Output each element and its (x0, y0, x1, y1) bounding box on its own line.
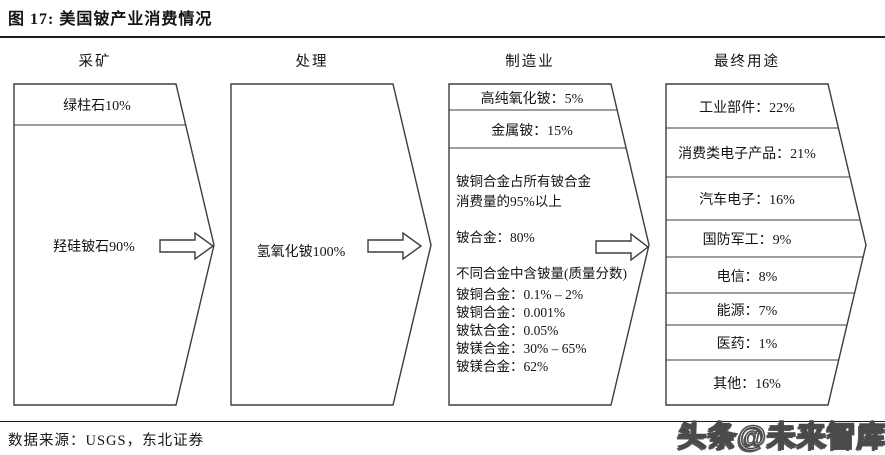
title-divider (0, 36, 885, 38)
stage-header-mining: 采矿 (78, 54, 112, 70)
mfg-note-block: 铍铜合金占所有铍合金 消费量的95%以上 铍合金：80% 不同合金中含铍量(质量… (456, 172, 656, 376)
mfg-note-line1: 铍铜合金占所有铍合金 (456, 174, 591, 189)
enduse-item-energy: 能源：7% (716, 304, 778, 319)
footer-divider (0, 421, 885, 422)
watermark: 头条@未来智库 (677, 420, 885, 454)
processing-item-hydroxide: 氢氧化铍100% (256, 245, 346, 260)
flow-arrow-1 (159, 231, 215, 261)
enduse-item-medical: 医药：1% (716, 337, 778, 352)
stage-header-end-use: 最终用途 (714, 54, 780, 70)
mfg-alloy-item-5: 铍镁合金：62% (456, 359, 549, 374)
enduse-item-industrial: 工业部件：22% (699, 101, 795, 116)
mining-item-beryl: 绿柱石10% (63, 99, 131, 114)
enduse-item-telecom: 电信：8% (716, 270, 778, 285)
mining-item-bertrandite: 羟硅铍石90% (53, 240, 135, 255)
enduse-item-defense: 国防军工：9% (702, 233, 792, 248)
mfg-alloy-note-title: 不同合金中含铍量(质量分数) (456, 266, 627, 281)
mfg-item-beo: 高纯氧化铍：5% (480, 92, 584, 107)
flow-arrow-3 (595, 232, 650, 262)
enduse-item-consumer-electronics: 消费类电子产品：21% (678, 147, 816, 162)
stage-shape-processing (230, 83, 432, 406)
stage-shape-mining (13, 83, 215, 406)
enduse-item-auto-electronics: 汽车电子：16% (699, 193, 795, 208)
mfg-alloy-item-3: 铍钛合金：0.05% (456, 323, 559, 338)
stage-header-manufacturing: 制造业 (505, 54, 555, 70)
mfg-note-line2: 消费量的95%以上 (456, 194, 562, 209)
stage-shape-manufacturing (448, 83, 650, 406)
enduse-item-other: 其他：16% (713, 377, 781, 392)
mfg-alloy-item-2: 铍铜合金：0.001% (456, 305, 566, 320)
data-source: 数据来源：USGS，东北证券 (8, 433, 205, 449)
mfg-alloy-total: 铍合金：80% (456, 230, 535, 245)
flow-arrow-2 (367, 231, 423, 261)
mfg-alloy-item-1: 铍铜合金：0.1% – 2% (456, 287, 584, 302)
figure-title: 图 17: 美国铍产业消费情况 (8, 11, 213, 28)
mfg-alloy-item-4: 铍镁合金：30% – 65% (456, 341, 587, 356)
stage-header-processing: 处理 (295, 54, 329, 70)
mfg-item-metal: 金属铍：15% (491, 124, 573, 139)
